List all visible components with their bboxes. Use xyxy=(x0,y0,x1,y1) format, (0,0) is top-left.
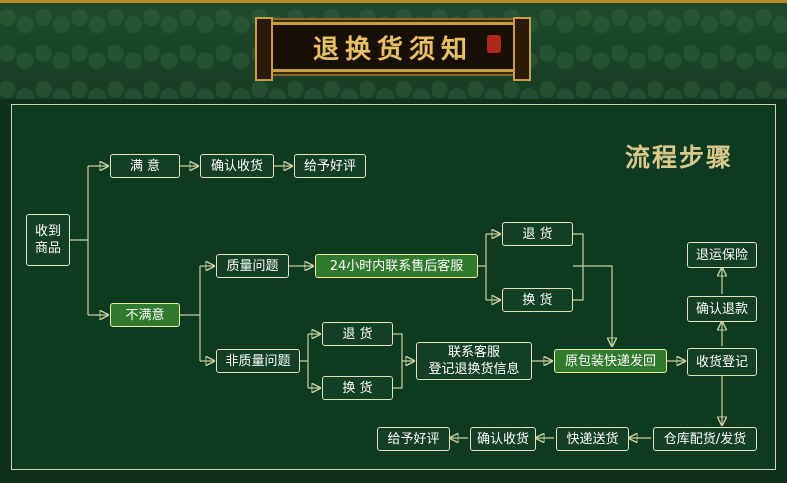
node-confirm-receipt-bottom: 确认收货 xyxy=(470,427,536,451)
connector-unsat-split xyxy=(180,266,201,361)
node-return-bottom: 退 货 xyxy=(322,322,393,346)
node-confirm-receipt-top: 确认收货 xyxy=(200,154,274,178)
connector-top-join xyxy=(573,265,612,346)
contact-service-line-1: 联系客服 xyxy=(447,345,500,360)
node-ship-back: 原包装快递发回 xyxy=(554,349,667,373)
node-good-review-top: 给予好评 xyxy=(294,154,366,178)
node-receive-register: 收货登记 xyxy=(687,348,757,376)
node-confirm-refund: 确认退款 xyxy=(687,296,757,322)
node-exchange-top: 换 货 xyxy=(502,288,573,312)
node-warehouse-ship: 仓库配货/发货 xyxy=(653,427,757,451)
node-quality-issue: 质量问题 xyxy=(216,254,289,278)
node-exchange-bottom: 换 货 xyxy=(322,376,393,400)
node-contact-service: 联系客服 登记退换货信息 xyxy=(416,342,532,380)
connector-nonquality-split xyxy=(300,334,309,388)
connector-return-top-out xyxy=(573,233,584,266)
node-return-insurance: 退运保险 xyxy=(687,242,757,268)
contact-service-line-2: 登记退换货信息 xyxy=(428,362,520,377)
node-satisfied: 满 意 xyxy=(110,154,180,178)
node-good-review-bottom: 给予好评 xyxy=(377,427,450,451)
node-non-quality-issue: 非质量问题 xyxy=(216,349,300,373)
seal-icon xyxy=(487,35,501,53)
page-title: 退换货须知 xyxy=(312,34,473,65)
node-received: 收到 商品 xyxy=(26,214,70,266)
connector-bottom-join xyxy=(393,333,414,389)
connector-exchange-top-out xyxy=(573,266,584,301)
node-unsatisfied: 不满意 xyxy=(110,303,180,327)
steps-title: 流程步骤 xyxy=(625,143,734,172)
node-contact-24h: 24小时内联系售后客服 xyxy=(315,254,478,278)
connector-contact-split xyxy=(478,234,487,300)
node-express-delivery: 快递送货 xyxy=(556,427,629,451)
node-return-top: 退 货 xyxy=(502,222,573,246)
title-plate: 退换货须知 xyxy=(255,17,531,81)
